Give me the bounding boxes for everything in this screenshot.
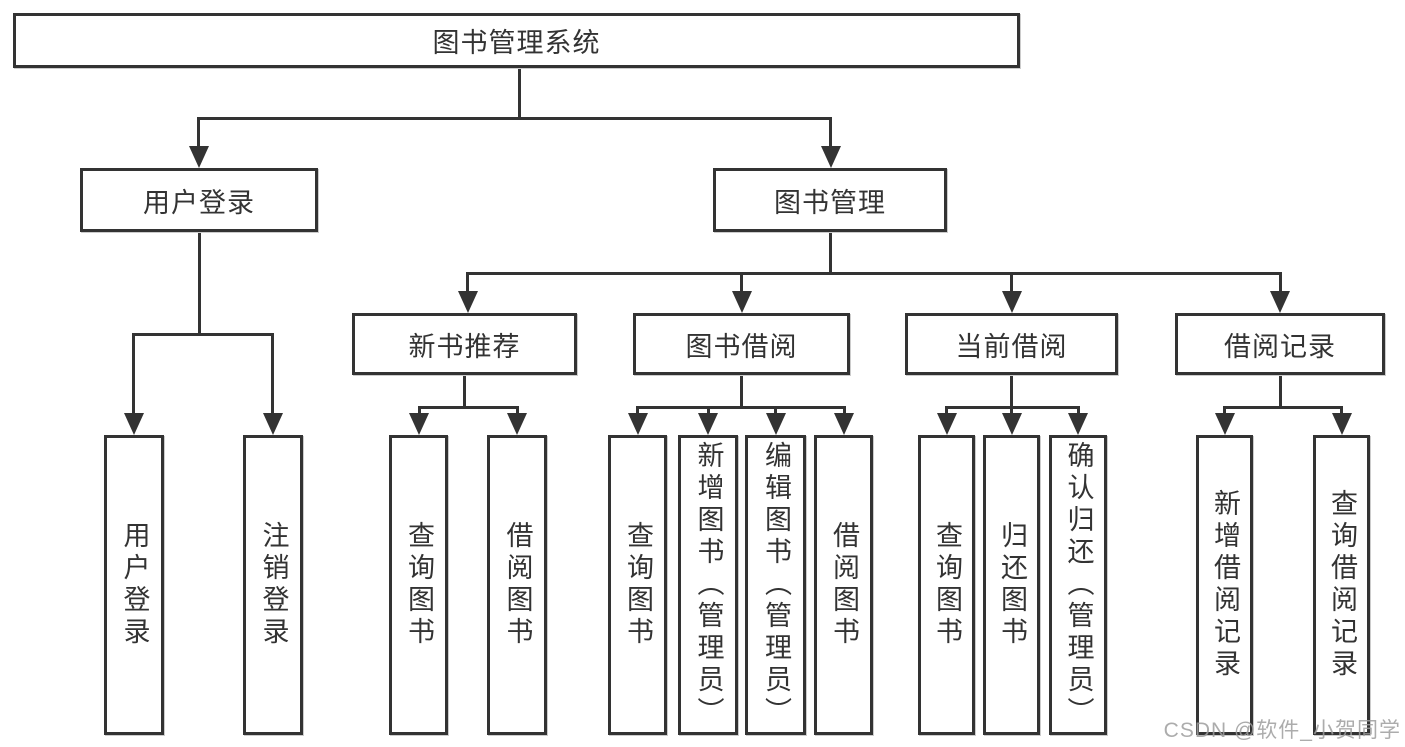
arrowhead-icon [821,146,841,168]
leaf-query-books-current: 查询图书 [918,435,975,735]
arrowhead-icon [698,413,718,435]
connector-line [707,406,710,414]
leaf-edit-book-admin: 编辑图书（管理员） [745,435,806,735]
arrowhead-icon [1002,413,1022,435]
connector-line [271,333,274,414]
connector-line [1223,406,1343,409]
leaf-logout: 注销登录 [243,435,303,735]
connector-line [740,375,743,409]
arrowhead-icon [409,413,429,435]
leaf-query-books-borrow: 查询图书 [608,435,667,735]
arrowhead-icon [834,413,854,435]
node-book-management: 图书管理 [713,168,947,232]
arrowhead-icon [732,291,752,313]
connector-line [1010,272,1013,292]
arrowhead-icon [1215,413,1235,435]
connector-line [516,406,519,414]
arrowhead-icon [507,413,527,435]
connector-line [829,232,832,275]
connector-line [945,406,948,414]
node-current-borrow: 当前借阅 [905,313,1118,375]
arrowhead-icon [263,413,283,435]
node-label: 图书管理系统 [432,28,601,58]
arrowhead-icon [124,413,144,435]
connector-line [1340,406,1343,414]
connector-line [1223,406,1226,414]
connector-line [1077,406,1080,414]
node-label: 查询图书 [623,521,653,649]
node-root: 图书管理系统 [13,13,1020,68]
connector-line [132,333,274,336]
node-label: 查询图书 [932,521,962,649]
connector-line [418,406,519,409]
connector-line [197,117,200,146]
connector-line [418,406,421,414]
connector-line [132,333,135,414]
arrowhead-icon [766,413,786,435]
node-label: 新增图书（管理员） [693,441,724,729]
node-label: 新书推荐 [408,331,521,362]
connector-line [774,406,777,414]
connector-line [518,68,521,120]
leaf-borrow-books: 借阅图书 [814,435,873,735]
connector-line [1279,375,1282,409]
arrowhead-icon [1270,291,1290,313]
node-label: 查询借阅记录 [1327,489,1357,681]
node-borrow-records: 借阅记录 [1175,313,1385,375]
node-label: 图书管理 [774,187,886,218]
node-label: 用户登录 [119,521,150,649]
connector-line [1010,375,1013,409]
connector-line [463,375,466,409]
arrowhead-icon [937,413,957,435]
connector-line [740,272,743,292]
connector-line [829,117,832,146]
arrowhead-icon [1332,413,1352,435]
arrowhead-icon [458,291,478,313]
connector-line [1279,272,1282,292]
node-label: 确认归还（管理员） [1063,441,1094,729]
leaf-confirm-return-admin: 确认归还（管理员） [1049,435,1107,735]
connector-line [1010,406,1013,414]
leaf-add-borrow-record: 新增借阅记录 [1196,435,1253,735]
leaf-query-borrow-record: 查询借阅记录 [1313,435,1370,735]
connector-line [636,406,846,409]
node-user-login: 用户登录 [80,168,318,232]
node-label: 当前借阅 [955,331,1068,362]
node-label: 用户登录 [143,187,255,218]
node-label: 借阅图书 [502,521,533,649]
leaf-add-book-admin: 新增图书（管理员） [678,435,738,735]
connector-line [636,406,639,414]
node-label: 编辑图书（管理员） [761,441,791,729]
node-label: 图书借阅 [685,331,798,362]
node-label: 借阅图书 [829,521,859,649]
node-label: 注销登录 [258,521,289,649]
leaf-borrow-books-recommend: 借阅图书 [487,435,547,735]
arrowhead-icon [628,413,648,435]
node-label: 借阅记录 [1224,331,1336,362]
connector-line [197,117,832,120]
connector-line [466,272,469,292]
node-label: 新增借阅记录 [1210,489,1240,681]
node-book-borrow: 图书借阅 [633,313,850,375]
watermark: CSDN @软件_小贺同学 [1163,719,1401,742]
arrowhead-icon [1002,291,1022,313]
node-label: 归还图书 [997,521,1027,649]
leaf-return-books: 归还图书 [983,435,1040,735]
arrowhead-icon [1068,413,1088,435]
connector-line [198,232,201,336]
node-new-book-recommend: 新书推荐 [352,313,577,375]
leaf-user-login: 用户登录 [104,435,164,735]
node-label: 查询图书 [404,521,434,649]
connector-line [843,406,846,414]
arrowhead-icon [189,146,209,168]
connector-line [466,272,1282,275]
leaf-query-books-recommend: 查询图书 [389,435,448,735]
